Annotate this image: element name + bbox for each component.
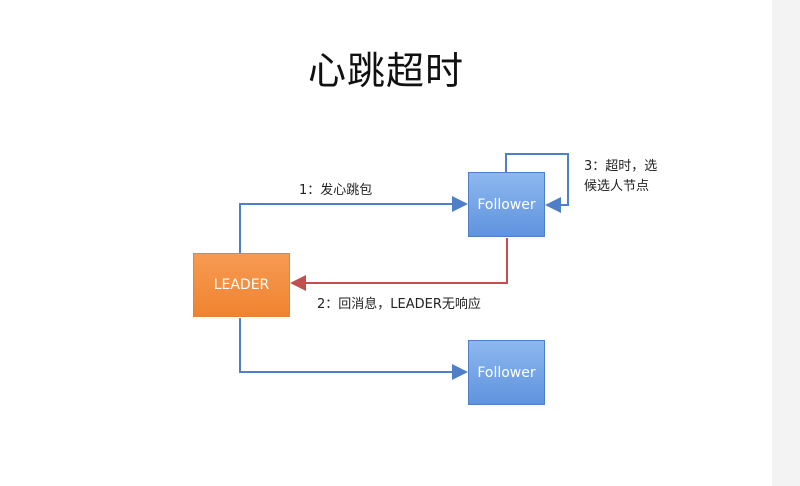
leader-node-label: LEADER bbox=[213, 277, 270, 293]
follower-node-bottom: Follower bbox=[468, 340, 545, 405]
reply-label: 2：回消息，LEADER无响应 bbox=[317, 297, 481, 312]
follower-node-top-label: Follower bbox=[477, 196, 536, 213]
heartbeat-label: 1：发心跳包 bbox=[299, 183, 373, 198]
timeout-label-line2: 候选人节点 bbox=[584, 179, 650, 194]
timeout-label-line1: 3：超时，选 bbox=[584, 159, 658, 174]
timeout-label: 3：超时，选 候选人节点 bbox=[584, 157, 657, 197]
heartbeat-arrow bbox=[239, 196, 468, 253]
reply-arrow bbox=[290, 238, 508, 291]
timeout-self-loop-arrow bbox=[505, 153, 569, 213]
leader-to-follower-arrow bbox=[239, 318, 468, 380]
slide-title: 心跳超时 bbox=[307, 49, 464, 93]
follower-node-top: Follower bbox=[468, 172, 545, 237]
follower-node-bottom-label: Follower bbox=[477, 364, 536, 381]
leader-node: LEADER bbox=[193, 253, 290, 317]
slide-right-margin bbox=[772, 0, 800, 486]
